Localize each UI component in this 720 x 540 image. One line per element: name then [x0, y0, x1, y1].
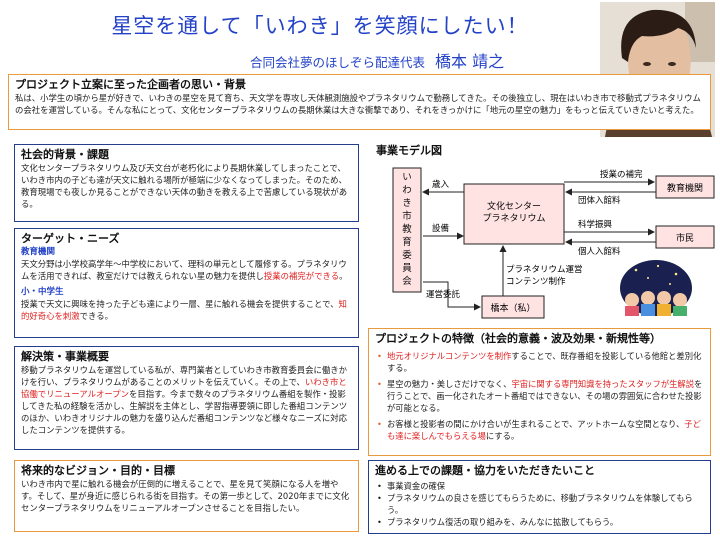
label-group-fee: 団体入館料 [578, 195, 621, 206]
vision-section: 将来的なビジョン・目的・目標 いわき市内で星に触れる機会が圧倒的に増えることで、… [14, 460, 359, 532]
target-sub-students: 小・中学生 [21, 287, 64, 297]
label-individual-fee: 個人入館料 [578, 246, 621, 257]
node-education [655, 175, 715, 199]
solution-heading: 解決策・事業概要 [21, 350, 109, 363]
challenge-item: プラネタリウムの良さを感じてもらうために、移動プラネタリウムを体験してもらう。 [377, 492, 704, 516]
stargazers-illustration-icon [620, 260, 692, 316]
label-equipment: 設備 [432, 223, 450, 234]
feature-item: 地元オリジナルコンテンツを制作することで、既存番組を投影している他館と差別化する… [377, 350, 704, 374]
solution-body: 移動プラネタリウムを運営している私が、専門業者としていわき市教育委員会に働きかけ… [21, 365, 348, 435]
target-heading: ターゲット・ニーズ [21, 232, 120, 245]
vision-heading: 将来的なビジョン・目的・目標 [21, 464, 175, 477]
label-planetarium-2: コンテンツ制作 [506, 276, 566, 287]
node-center [463, 183, 565, 245]
target-needs-section: ターゲット・ニーズ 教育機関 天文分野は小学校高学年～中学校において、理科の単元… [14, 228, 359, 338]
model-svg: いわき市教育委員会 文化センター プラネタリウム 教育機関 市民 橋本（私） 歳… [392, 167, 715, 319]
model-heading: 事業モデル図 [376, 144, 442, 157]
label-revenue: 歳入 [432, 179, 450, 190]
arrow-commission [423, 281, 481, 311]
hashimoto-label: 橋本（私） [490, 302, 535, 314]
features-list: 地元オリジナルコンテンツを制作することで、既存番組を投影している他館と差別化する… [375, 350, 704, 442]
board-label: いわき市教育委員会 [402, 172, 412, 287]
solution-section: 解決策・事業概要 移動プラネタリウムを運営している私が、専門業者としていわき市教… [14, 346, 359, 450]
intro-section: プロジェクト立案に至った企画者の思い・背景 私は、小学生の頃から星が好きで、いわ… [8, 74, 711, 130]
vision-body: いわき市内で星に触れる機会が圧倒的に増えることで、星を見て笑顔になる人を増やす。… [21, 479, 350, 513]
business-model-diagram: いわき市教育委員会 文化センター プラネタリウム 教育機関 市民 橋本（私） 歳… [368, 160, 716, 326]
page-title: 星空を通して「いわき」を笑顔にしたい！ [111, 14, 529, 38]
challenge-item: 事業資金の確保 [377, 480, 704, 492]
label-supplement: 授業の補完 [600, 169, 643, 180]
intro-body: 私は、小学生の頃から星が好きで、いわきの星空を見て育ち、天文学を専攻し天体観測施… [15, 93, 701, 115]
target-sub-education: 教育機関 [21, 247, 56, 257]
label-commission: 運営委託 [426, 289, 461, 300]
target-body-education: 天文分野は小学校高学年～中学校において、理科の単元として履修する。プラネタリウム… [21, 259, 348, 281]
edu-label: 教育機関 [667, 182, 703, 194]
presenter-name: 橋本 靖之 [435, 52, 505, 71]
social-body: 文化センタープラネタリウム及び天文台が老朽化により長期休業してしまったことで、い… [21, 163, 348, 209]
organization-name: 合同会社夢のほしぞら配達代表 [250, 55, 426, 70]
presenter: 合同会社夢のほしぞら配達代表橋本 靖之 [250, 48, 504, 72]
challenges-list: 事業資金の確保 プラネタリウムの良さを感じてもらうために、移動プラネタリウムを体… [375, 480, 704, 528]
target-body-students: 授業で天文に興味を持った子ども達により一層、星に触れる機会を提供することで、知的… [21, 299, 347, 321]
label-planetarium-1: プラネタリウム運営 [506, 264, 583, 275]
features-heading: プロジェクトの特徴（社会的意義・波及効果・新規性等） [375, 332, 661, 345]
features-section: プロジェクトの特徴（社会的意義・波及効果・新規性等） 地元オリジナルコンテンツを… [368, 328, 711, 456]
intro-heading: プロジェクト立案に至った企画者の思い・背景 [15, 78, 246, 91]
social-heading: 社会的背景・課題 [21, 148, 109, 161]
center-label-1: 文化センター [487, 200, 541, 212]
node-board [392, 167, 422, 293]
node-citizen [655, 225, 715, 249]
node-hashimoto [481, 295, 545, 319]
center-label-2: プラネタリウム [482, 213, 545, 224]
challenge-item: プラネタリウム復活の取り組みを、みんなに拡散してもらう。 [377, 516, 704, 528]
feature-item: お客様と投影者の間にかけ合いが生まれることで、アットホームな空間となり、子ども達… [377, 418, 704, 442]
label-science: 科学振興 [578, 219, 613, 230]
feature-item: 星空の魅力・美しさだけでなく、宇宙に関する専門知識を持ったスタッフが生解説を行う… [377, 378, 704, 414]
social-background-section: 社会的背景・課題 文化センタープラネタリウム及び天文台が老朽化により長期休業して… [14, 144, 359, 222]
citizen-label: 市民 [676, 232, 694, 244]
challenges-heading: 進める上での課題・協力をいただきたいこと [375, 464, 595, 477]
challenges-section: 進める上での課題・協力をいただきたいこと 事業資金の確保 プラネタリウムの良さを… [368, 460, 711, 534]
